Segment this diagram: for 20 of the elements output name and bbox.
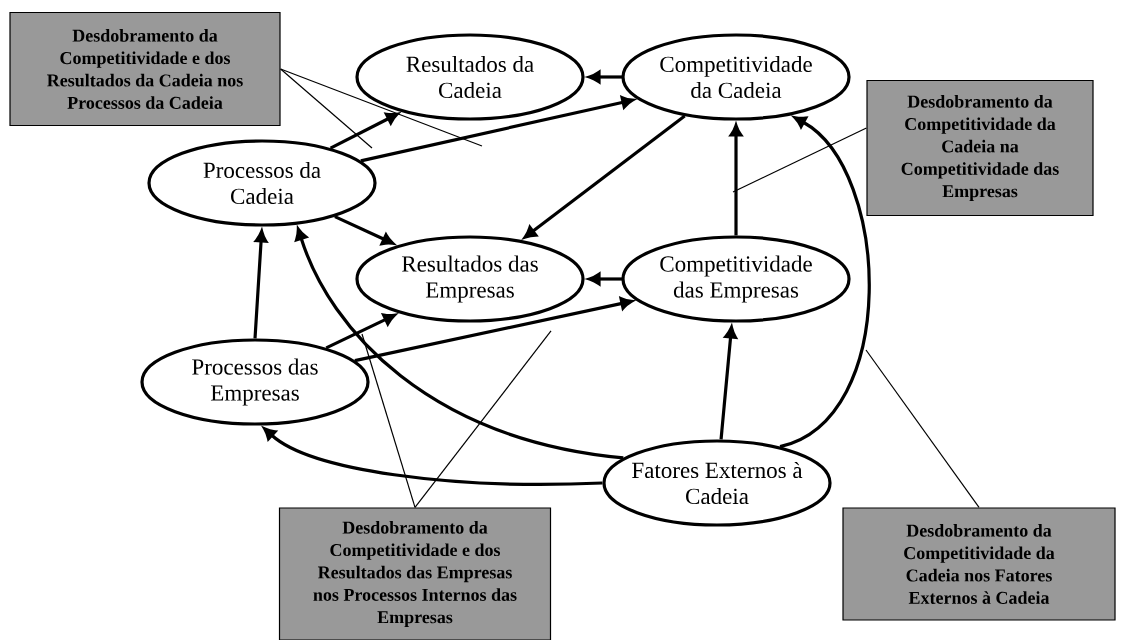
callout-box: Desdobramento da Competitividade da Cadeia na Competitividade das Empresas [866,79,1094,217]
ellipse-node: Processos da Cadeia [147,139,377,227]
ellipse-node: Processos das Empresas [140,338,370,426]
arrow [779,116,871,449]
callout-box: Desdobramento da Competitividade da Cadeia nos Fatores Externos à Cadeia [842,507,1116,621]
leader-line [361,333,416,508]
leader-line [414,330,552,508]
ellipse-node: Competitividade da Cadeia [621,33,851,121]
ellipse-node: Resultados das Empresas [355,235,585,323]
ellipse-node: Resultados da Cadeia [355,33,585,121]
ellipse-node: Competitividade das Empresas [621,235,851,323]
leader-line [865,349,980,508]
arrow [523,114,686,239]
callout-box: Desdobramento da Competitividade e dos Resultados das Empresas nos Processos Internos das Empresas [278,507,552,640]
leader-line [732,127,867,193]
callout-box: Desdobramento da Competitividade e dos Resultados da Cadeia nos Processos da Cadeia [9,11,281,127]
ellipse-node: Fatores Externos à Cadeia [602,439,832,527]
leader-line [280,68,373,149]
arrow [334,215,395,246]
arrow [263,427,603,486]
